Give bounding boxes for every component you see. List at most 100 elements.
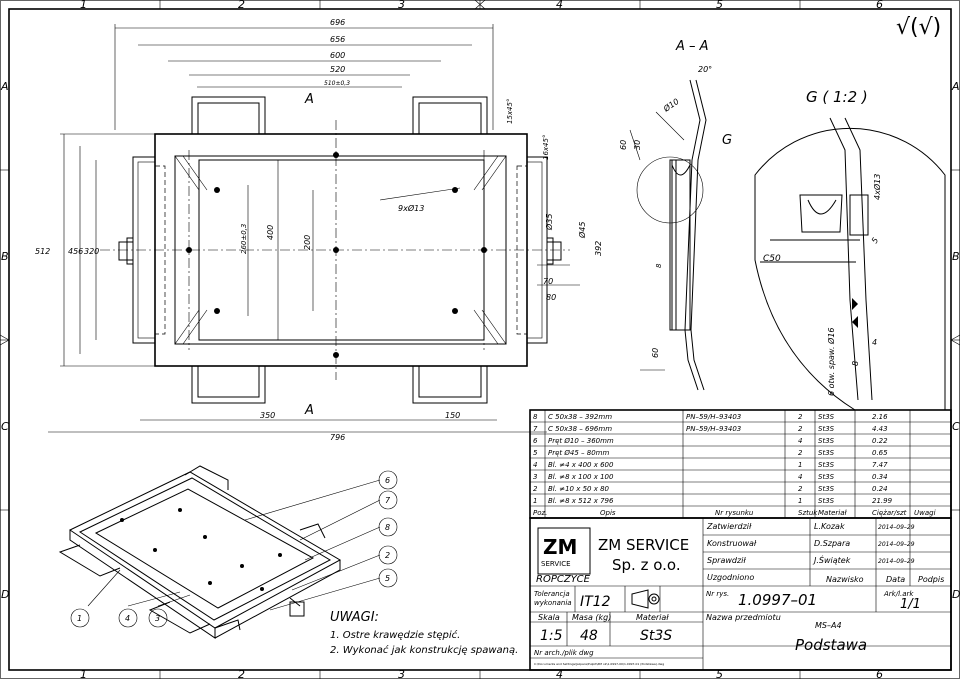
dim-656: 656 (330, 35, 345, 44)
bom-cell: St3S (818, 413, 835, 421)
col-3-bottom: 3 (398, 668, 405, 679)
date-checked: 2014–09–29 (878, 558, 915, 565)
dim-456: 456 (68, 247, 83, 256)
bom-cell: Bl. ≠8 x 512 x 796 (548, 497, 614, 505)
dim-512: 512 (35, 247, 50, 256)
name-label: Nazwa przedmiotu (706, 613, 781, 622)
mass-value: 48 (580, 628, 598, 644)
bom-cell: 2 (798, 425, 803, 433)
note-2: 2. Wykonać jak konstrukcję spawaną. (330, 644, 518, 656)
bom-cell: 2 (533, 485, 538, 493)
col-2-top: 2 (238, 0, 245, 11)
bom-cell: St3S (818, 461, 835, 469)
bom-cell: 0.24 (872, 485, 888, 493)
section-mark-top: A (304, 92, 314, 107)
bom-cell: 21.99 (872, 497, 893, 505)
callout-9-holes: 9xØ13 (398, 203, 424, 213)
bom-header: Materiał (818, 509, 847, 517)
projection-symbol (631, 589, 660, 609)
dim-150: 150 (445, 411, 460, 420)
col-name-label: Nazwisko (826, 575, 864, 584)
col-2-bottom: 2 (238, 668, 245, 679)
dim-phi35: Ø35 (544, 214, 554, 231)
dim-260: 260±0,3 (240, 224, 248, 254)
detail-4: 4 (872, 338, 877, 347)
scale-value: 1:5 (540, 628, 563, 644)
bom-cell: 1 (533, 497, 537, 505)
col-1-top: 1 (80, 0, 87, 11)
sheet-number: 1/1 (900, 597, 921, 612)
col-6-bottom: 6 (876, 668, 883, 679)
bom-cell: 2 (798, 413, 803, 421)
detail-c50: C50 (763, 254, 781, 264)
bom-cell: 0.22 (872, 437, 888, 445)
format-label: MS–A4 (815, 621, 842, 630)
name-approved: L.Kozak (814, 522, 845, 531)
col-6-top: 6 (876, 0, 883, 11)
bom-cell: St3S (818, 437, 835, 445)
dim-350: 350 (260, 411, 275, 420)
dim-400: 400 (266, 225, 275, 240)
dim-510: 510±0,3 (324, 80, 350, 87)
front-view: 696 656 600 520 510±0,3 (35, 18, 603, 442)
bom-cell: Bl. ≠4 x 400 x 600 (548, 461, 614, 469)
bom-header: Ciężar/szt (872, 509, 907, 517)
dim-320: 320 (84, 247, 99, 256)
row-a-left: A (0, 80, 9, 93)
notes-title: UWAGI: (330, 610, 379, 625)
bom-cell: 2 (798, 449, 803, 457)
bom-cell: 2 (798, 485, 803, 493)
tolerance-label: Tolerancja wykonania (534, 590, 572, 607)
balloon-3: 3 (155, 614, 160, 623)
section-title: A – A (675, 39, 709, 54)
bom-cell: 0.34 (872, 473, 888, 481)
date-designed: 2014–09–29 (878, 541, 915, 548)
company-name: ZM SERVICE (598, 536, 689, 554)
section-a-a-view: A – A 20° Ø10 30 60 8 60 G (619, 39, 732, 391)
sheet-label: Ark/l.ark (883, 590, 914, 598)
bom-cell: 8 (533, 413, 538, 421)
bom-cell: St3S (818, 485, 835, 493)
row-c-left: C (1, 420, 9, 433)
mass-label: Masa (kg) (572, 613, 611, 622)
part-name: Podstawa (795, 636, 867, 654)
role-approved: Zatwierdził (706, 522, 752, 531)
dim-600: 600 (330, 51, 345, 60)
material-value: St3S (640, 628, 672, 644)
logo-service: SERVICE (541, 560, 571, 568)
detail-4xphi13: 4xØ13 (872, 174, 882, 200)
section-30: 30 (633, 140, 642, 150)
bom-cell: 4 (798, 473, 802, 481)
company-city: ROPCZYCE (536, 574, 591, 585)
detail-weld-holes: 6 otw. spaw. Ø16 (826, 327, 836, 396)
bom-cell: 3 (533, 473, 537, 481)
col-1-bottom: 1 (80, 668, 87, 679)
balloon-4: 4 (125, 614, 130, 623)
isometric-view: 6 7 8 2 5 1 4 3 (58, 465, 398, 639)
section-angle: 20° (698, 65, 712, 74)
detail-g-view: G ( 1:2 ) 4xØ13 C50 4 8 6 otw. spaw. Ø16… (754, 88, 946, 411)
bom-cell: Pręt Ø45 – 80mm (548, 449, 609, 457)
row-d-left: D (1, 588, 9, 601)
balloon-5: 5 (385, 574, 390, 583)
drawing-no-label: Nr rys. (706, 590, 729, 598)
bom-cell: 7.47 (872, 461, 888, 469)
section-8: 8 (655, 263, 663, 268)
section-60-top: 60 (619, 140, 628, 150)
col-sign-label: Podpis (918, 575, 944, 584)
bom-header: Uwagi (914, 509, 936, 517)
bom-cell: 6 (533, 437, 538, 445)
detail-8: 8 (851, 361, 860, 366)
tolerance-label-l1: Tolerancja (534, 590, 570, 598)
row-c-right: C (952, 420, 960, 433)
detail-5: 5 (870, 236, 880, 245)
col-4-top: 4 (556, 0, 563, 11)
dim-200: 200 (303, 235, 312, 250)
detail-title: G ( 1:2 ) (806, 88, 868, 106)
dim-520: 520 (330, 65, 345, 74)
bom-header: Poz. (533, 509, 547, 517)
scale-label: Skala (538, 613, 560, 622)
row-a-right: A (951, 80, 960, 93)
bom-cell: 4 (533, 461, 537, 469)
